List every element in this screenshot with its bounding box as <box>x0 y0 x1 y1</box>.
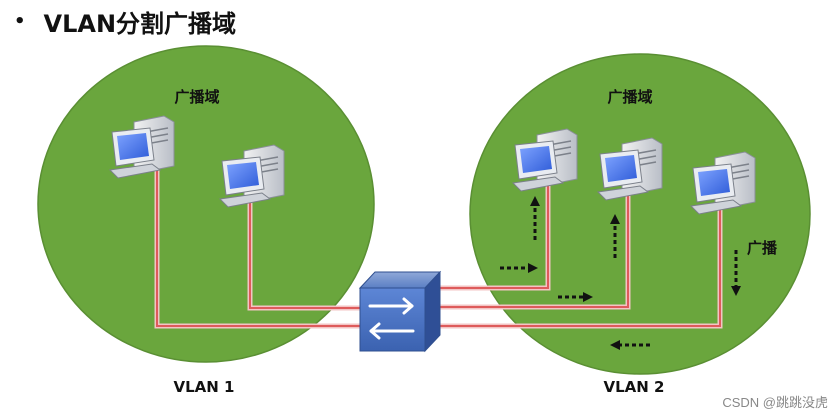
arrow-icon <box>500 263 538 273</box>
left-broadcast-domain <box>37 45 375 363</box>
arrow-icon <box>610 340 650 350</box>
title-bullet: • <box>14 10 26 32</box>
network-links <box>154 170 723 329</box>
watermark: CSDN @跳跳没虎 <box>722 395 828 410</box>
link-vlan1-pc2 <box>249 198 360 309</box>
arrow-icon <box>610 214 620 258</box>
broadcast-label: 广播 <box>747 239 778 257</box>
vlan2-label: VLAN 2 <box>604 378 665 396</box>
slide-title: • VLAN分割广播域 <box>14 4 236 38</box>
right-domain-label: 广播域 <box>607 88 652 106</box>
link-vlan2-pc1 <box>440 185 549 289</box>
switch-icon <box>358 270 442 353</box>
arrow-icon <box>530 196 540 240</box>
left-domain-label: 广播域 <box>174 88 219 106</box>
link-vlan1-pc1 <box>156 170 360 327</box>
title-text: VLAN分割广播域 <box>43 9 237 38</box>
link-vlan2-pc3 <box>440 208 721 327</box>
link-vlan2-pc2 <box>440 192 629 308</box>
arrow-icon <box>558 292 593 302</box>
broadcast-arrows <box>500 196 741 350</box>
arrow-icon <box>731 250 741 296</box>
vlan1-label: VLAN 1 <box>174 378 235 396</box>
